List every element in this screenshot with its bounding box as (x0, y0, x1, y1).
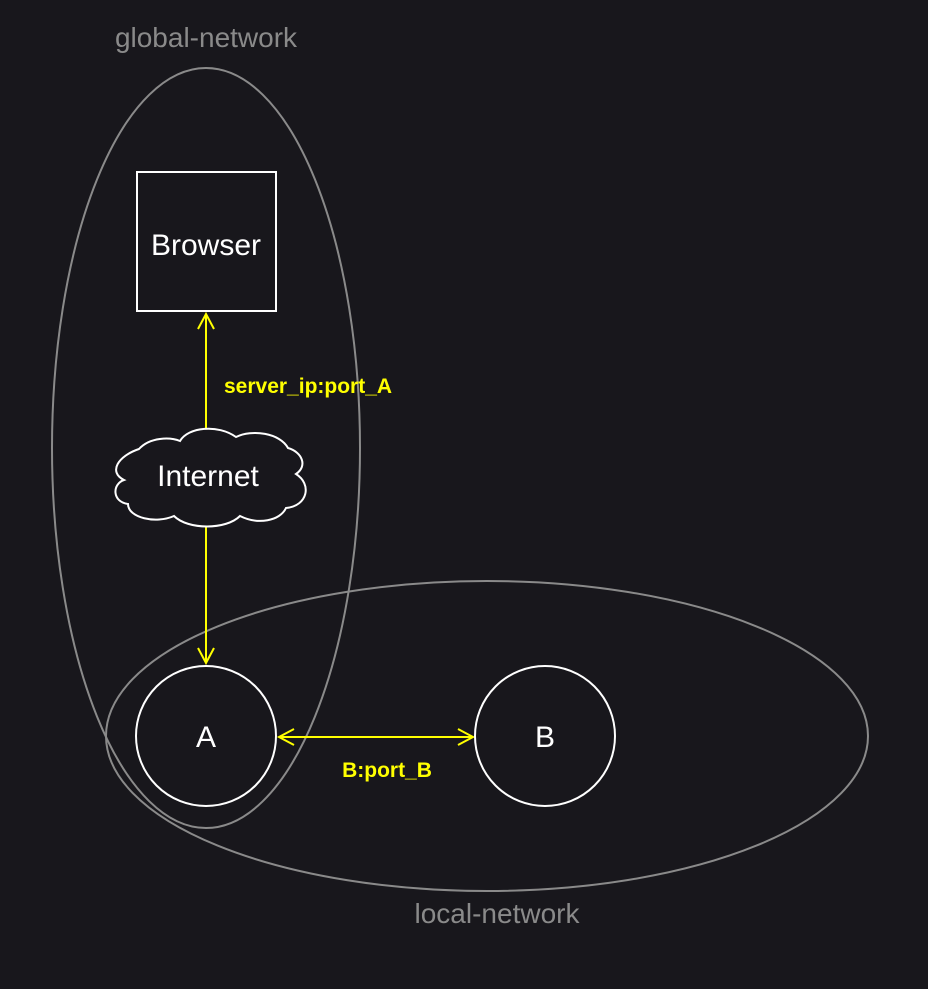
node-a-label: A (196, 721, 216, 754)
browser-label: Browser (151, 229, 261, 262)
node-b-label: B (535, 721, 555, 754)
edge-label-a-b: B:port_B (342, 759, 432, 782)
edge-label-browser-internet: server_ip:port_A (224, 375, 392, 398)
node-b: B (474, 665, 616, 807)
browser-node: Browser (136, 171, 277, 312)
internet-cloud-node: Internet (114, 427, 307, 528)
global-network-region (51, 67, 361, 829)
node-a: A (135, 665, 277, 807)
internet-label: Internet (157, 460, 259, 493)
edge-browser-internet (197, 311, 215, 428)
global-network-label: global-network (115, 22, 298, 53)
edge-internet-a (197, 526, 215, 666)
local-network-label: local-network (415, 898, 581, 929)
edge-a-b (276, 728, 476, 746)
local-network-region (105, 580, 869, 892)
